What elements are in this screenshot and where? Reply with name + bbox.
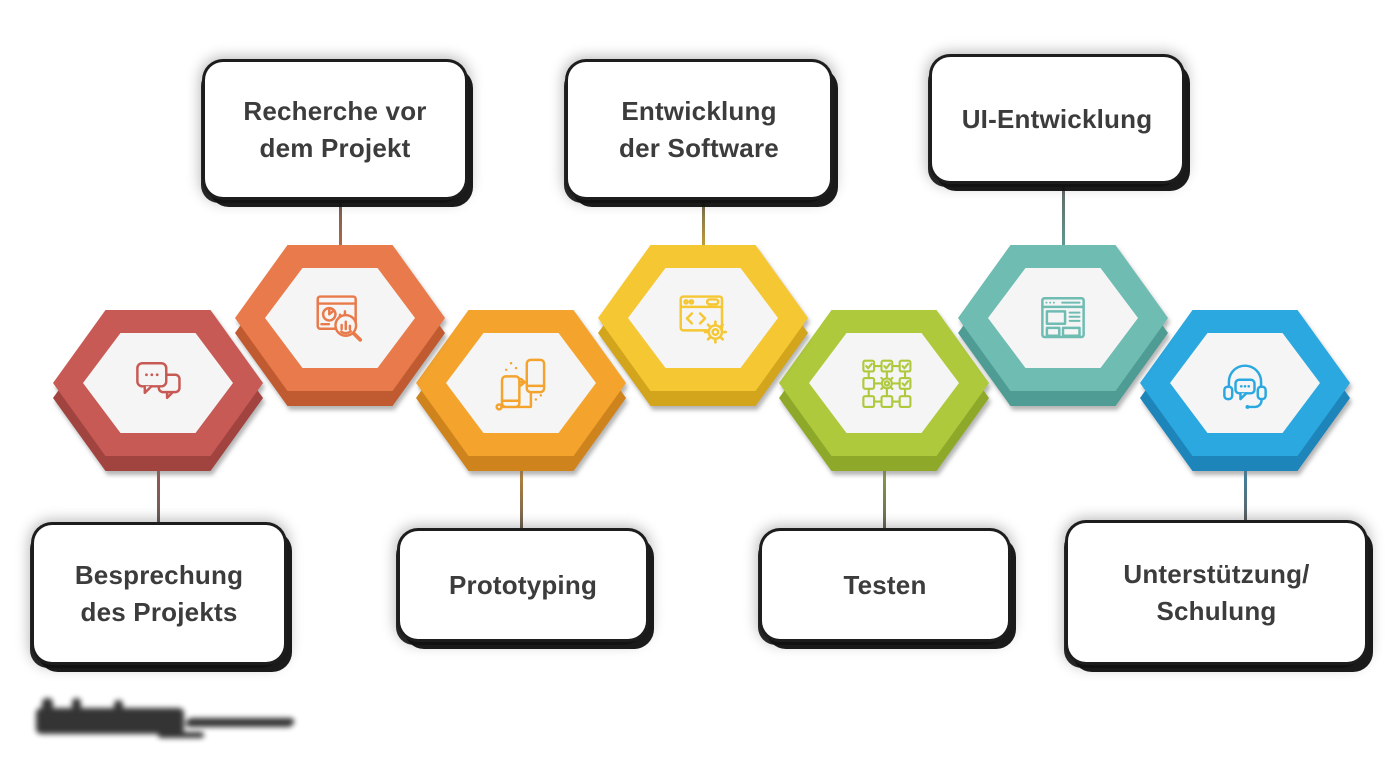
hexagon-step-5 [779,310,989,472]
connector-line-step-6 [1061,177,1065,259]
step-label-text: Recherche vor [243,96,427,127]
step-label-text: Schulung [1156,595,1277,626]
hexagon-step-3 [416,310,626,472]
hexagon-step-6 [958,245,1168,407]
chat-bubbles-icon [136,361,181,400]
watermark-shape [184,718,296,727]
step-label-text: Besprechung [74,560,244,591]
step-label-box-6: UI-Entwicklung [932,57,1182,181]
step-label-text: Testen [843,569,927,600]
step-label-box-1: Besprechung des Projekts [34,525,284,662]
watermark-shape [72,698,81,716]
brand-watermark [36,696,336,746]
connector-line-step-1 [156,450,160,529]
watermark-shape [158,732,204,738]
step-label-box-3: Prototyping [400,531,646,639]
connector-line-step-5 [882,450,886,535]
step-label-box-2: Recherche vor dem Projekt [205,62,465,197]
connector-line-step-7 [1243,450,1247,527]
step-label-box-4: Entwicklung der Software [568,62,830,197]
ui-wireframe-icon [1041,296,1085,339]
prototype-phones-icon [495,358,546,411]
watermark-shape [42,698,53,716]
hexagon-step-2 [235,245,445,407]
test-checklist-icon [862,359,912,408]
step-label-text: der Software [619,132,779,163]
market-research-icon [316,295,363,342]
connector-line-step-2 [338,193,342,259]
step-label-text: Prototyping [448,569,598,600]
code-window-icon [679,295,728,344]
step-label-text: Unterstützung/ [1123,559,1310,590]
step-label-text: dem Projekt [259,132,411,163]
step-label-text: Entwicklung [621,96,777,127]
step-label-text: UI-Entwicklung [961,103,1153,134]
step-label-box-5: Testen [762,531,1008,639]
watermark-shape [36,708,184,734]
connector-line-step-3 [519,450,523,535]
step-label-box-7: Unterstützung/Schulung [1068,523,1365,662]
connector-line-step-4 [701,193,705,259]
support-headset-icon [1223,364,1267,409]
hexagon-step-4 [598,245,808,407]
watermark-shape [114,700,123,716]
hexagon-step-1 [53,310,263,472]
hexagon-step-7 [1140,310,1350,472]
step-label-text: des Projekts [80,596,238,627]
